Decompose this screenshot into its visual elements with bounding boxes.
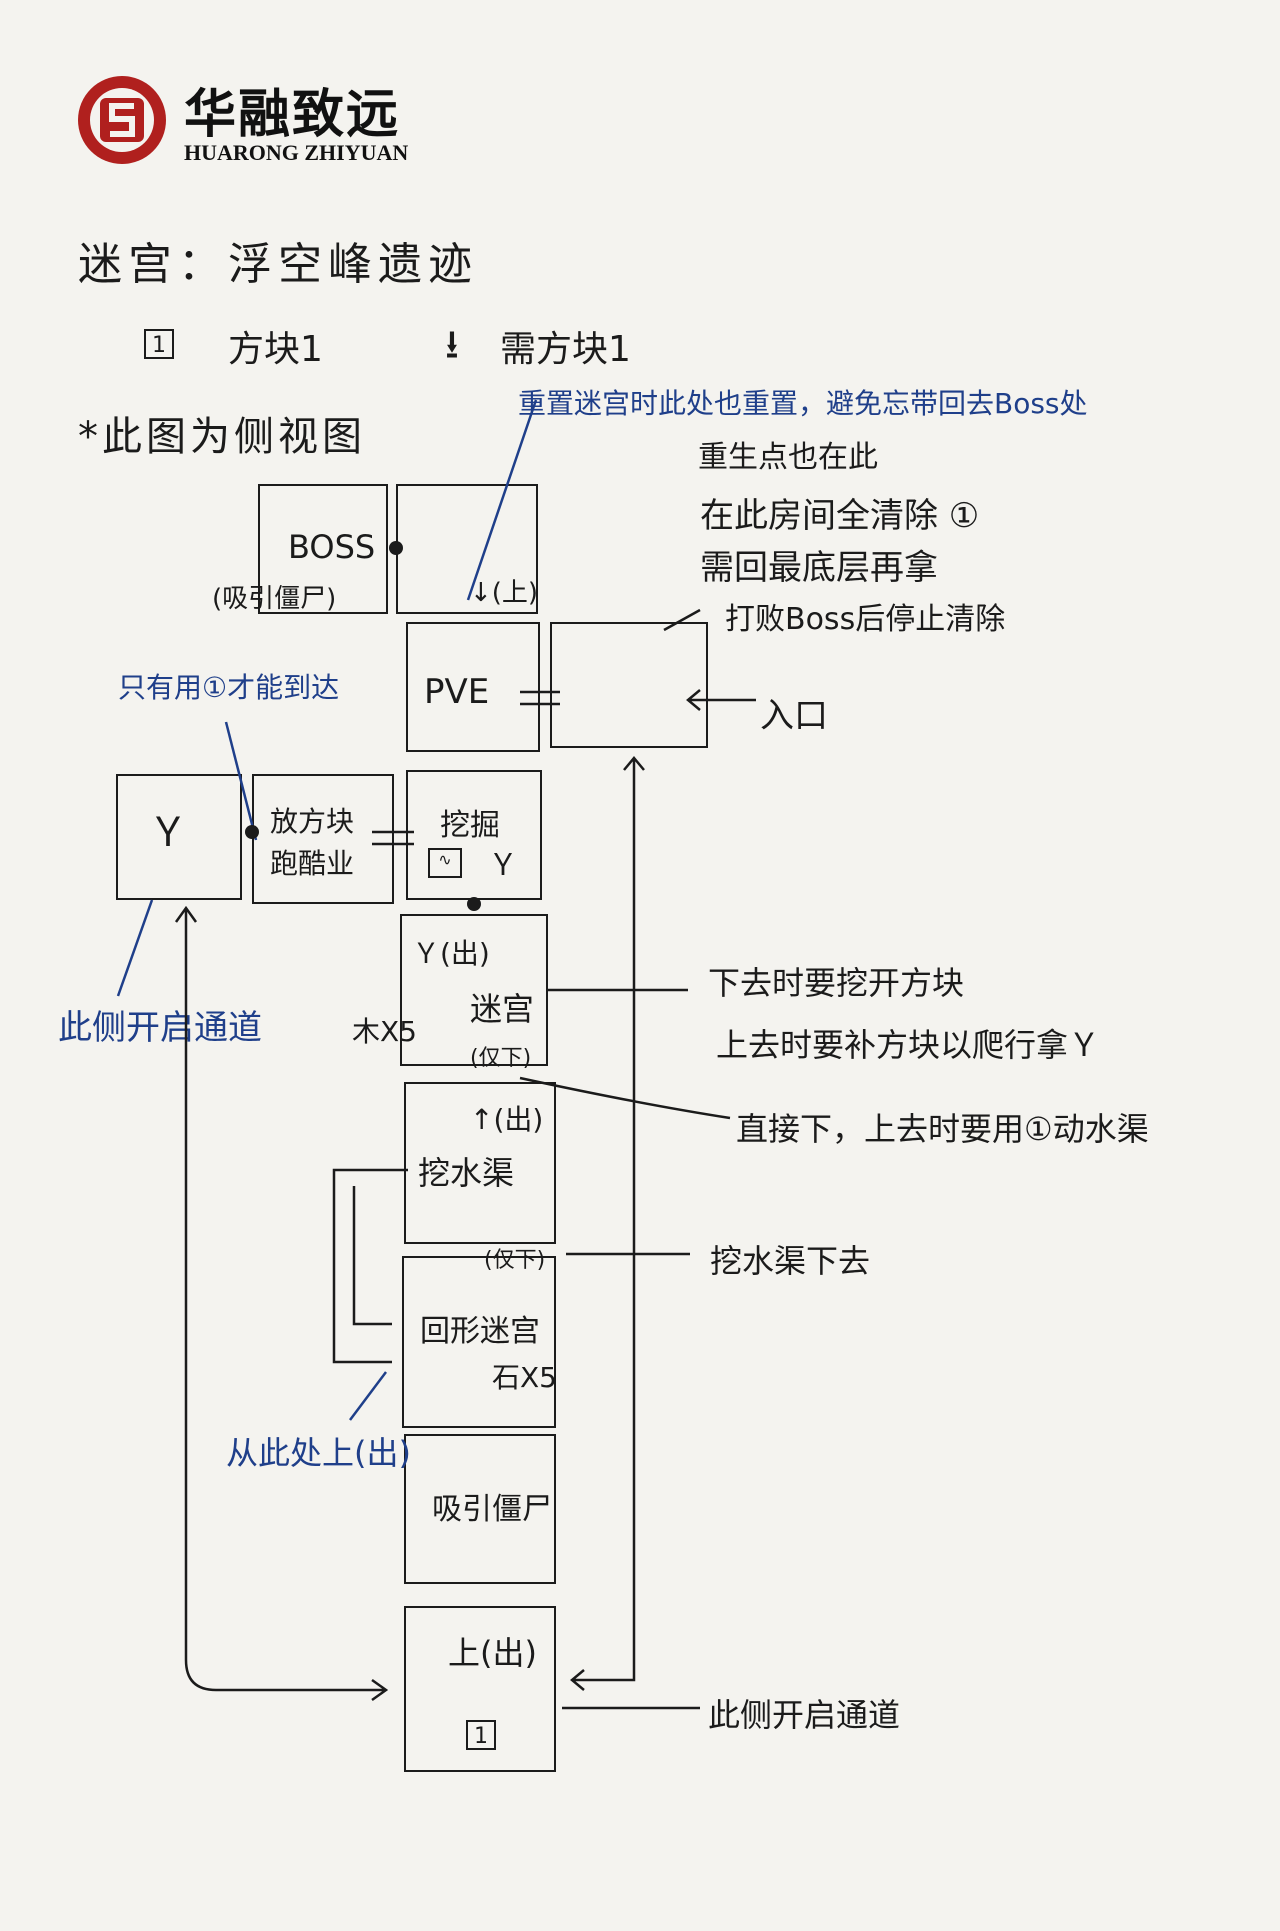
- water-only-down: (仅下): [484, 1248, 546, 1273]
- circle-maze-label: 回形迷宫: [420, 1314, 540, 1349]
- climb-up-note: 上去时要补方块以爬行拿Ｙ: [716, 1026, 1101, 1064]
- clear-note-3: 打败Boss后停止清除: [725, 602, 1006, 637]
- climb-from-here-note: 从此处上(出): [226, 1434, 411, 1472]
- clear-note-1: 在此房间全清除 ①: [700, 496, 980, 536]
- open-channel-right-note: 此侧开启通道: [708, 1696, 901, 1734]
- room-pve: [406, 622, 540, 752]
- stone-label: 石X5: [492, 1361, 557, 1394]
- legend-block: 1: [144, 322, 174, 363]
- secret-marker: Ｙ: [148, 810, 188, 856]
- water-up-label: ↑(出): [470, 1103, 544, 1136]
- attract-label: 吸引僵尸: [432, 1492, 552, 1527]
- top-exit-label: ↓(上): [470, 578, 539, 608]
- dig-label: 挖掘: [440, 808, 500, 843]
- water-label: 挖水渠: [418, 1154, 515, 1192]
- picture-icon: ∿: [428, 848, 462, 878]
- block-icon: 1: [466, 1720, 496, 1750]
- room-attract: [404, 1434, 556, 1584]
- legend-block-label: 方块1: [228, 329, 323, 370]
- entrance-label: 入口: [760, 696, 828, 736]
- room-maze: [400, 914, 548, 1066]
- water-note: 直接下，上去时要用①动水渠: [736, 1110, 1149, 1148]
- boss-sub-label: (吸引僵尸): [212, 584, 337, 614]
- logo-text-en: HUARONG ZHIYUAN: [184, 140, 409, 165]
- bottom-up-label: 上(出): [448, 1634, 537, 1672]
- logo-text-cn: 华融致远: [184, 85, 401, 145]
- only-with-block-note: 只有用①才能到达: [118, 671, 340, 704]
- place-block-label-2: 跑酷业: [270, 847, 355, 880]
- bottom-block: 1: [466, 1720, 496, 1750]
- page-title: 迷宫：浮空峰遗迹: [78, 239, 478, 290]
- arrow-down-icon: ⭳: [445, 322, 459, 368]
- dig-block-note: 下去时要挖开方块: [708, 964, 965, 1002]
- side-view-note: *此图为侧视图: [78, 414, 366, 460]
- block-icon: 1: [144, 329, 174, 359]
- room-bottom: [404, 1606, 556, 1772]
- key-icon: Ｙ: [488, 848, 518, 883]
- maze-only-down: (仅下): [470, 1046, 532, 1071]
- dig-water-down-note: 挖水渠下去: [710, 1242, 871, 1280]
- boss-label: BOSS: [288, 528, 376, 566]
- wood-label: 木X5: [352, 1015, 417, 1048]
- room-water: [404, 1082, 556, 1244]
- place-block-label: 放方块: [270, 805, 355, 838]
- open-channel-left-note: 此侧开启通道: [58, 1008, 262, 1048]
- maze-top-label: Ｙ(出): [412, 937, 490, 970]
- pve-label: PVE: [424, 672, 490, 712]
- legend-need-label: 需方块1: [500, 329, 631, 370]
- room-boss: [258, 484, 388, 614]
- room-entrance: [550, 622, 708, 748]
- maze-label: 迷宫: [470, 990, 535, 1028]
- logo-mark: [74, 72, 170, 168]
- reset-note: 重置迷宫时此处也重置，避免忘带回去Boss处: [518, 387, 1088, 420]
- respawn-note: 重生点也在此: [698, 440, 878, 475]
- clear-note-2: 需回最底层再拿: [700, 548, 938, 588]
